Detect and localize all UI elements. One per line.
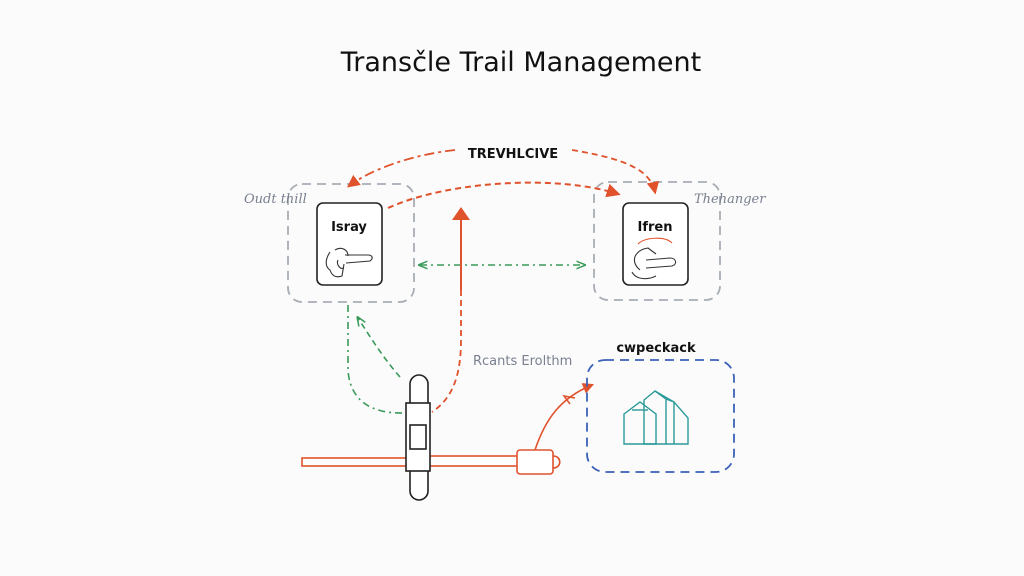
feedback-line-outer: [347, 305, 406, 414]
left-node-group[interactable]: Oudt thill Isray: [244, 183, 415, 303]
cap-to-pack-arrow: [534, 383, 595, 451]
pack-node-group[interactable]: cwpeckack: [586, 341, 735, 473]
pack-group-label: cwpeckack: [616, 341, 696, 356]
valve-window: [409, 424, 427, 450]
pack-group-border: [586, 359, 735, 473]
left-group-label: Oudt thill: [244, 192, 307, 207]
left-to-right-arrow: [387, 181, 621, 209]
right-node-title: Ifren: [638, 220, 673, 235]
mid-label: Rcants Erolthm: [473, 354, 572, 369]
right-node-card[interactable]: [622, 202, 689, 286]
top-link: TREVHLCIVE: [346, 147, 660, 209]
package-box-icon: [623, 390, 689, 445]
top-left-arrow: [346, 149, 456, 188]
rail-end-knob: [552, 455, 561, 469]
cap-arrow-tick: [562, 394, 576, 405]
rail-left: [301, 457, 421, 467]
upward-arrow-dashed: [431, 290, 462, 413]
valve-slider-icon[interactable]: [301, 374, 561, 501]
feedback-links: [347, 305, 406, 414]
diagram-title: Transčle Trail Management: [340, 47, 702, 78]
upward-link: [431, 207, 470, 413]
right-group-label: Thehanger: [694, 192, 766, 207]
right-node-group[interactable]: Thehanger Ifren: [593, 181, 766, 301]
hand-pointer-icon: [631, 237, 677, 280]
left-node-card[interactable]: [316, 202, 383, 286]
hand-pointer-icon: [325, 247, 373, 278]
rail-end-cap: [516, 449, 554, 475]
rail-right: [419, 455, 521, 467]
left-node-title: Isray: [331, 220, 367, 235]
upward-arrow-head: [452, 207, 470, 220]
top-link-label: TREVHLCIVE: [468, 147, 558, 162]
top-right-arrow: [571, 149, 660, 195]
feedback-arrow-inner: [358, 318, 401, 378]
